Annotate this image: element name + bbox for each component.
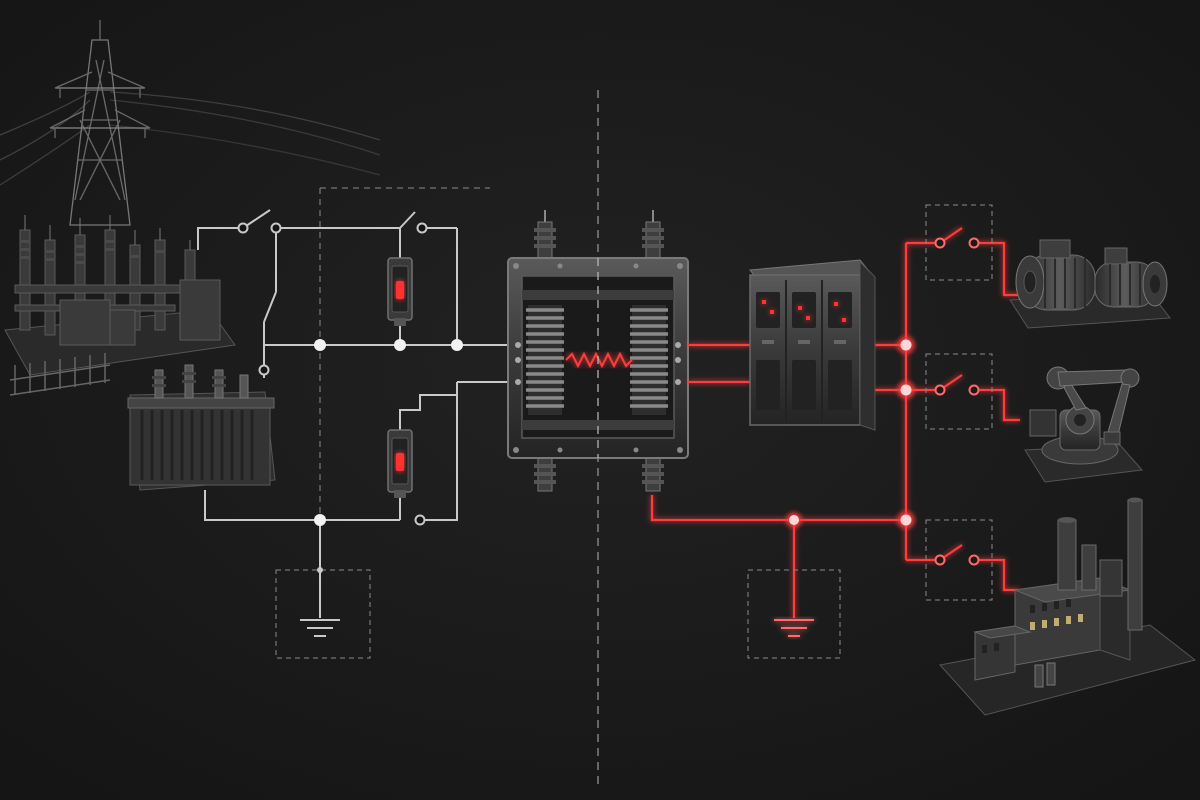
fuse-icon <box>387 257 413 326</box>
primary-nodes <box>314 339 463 526</box>
junction-node <box>900 339 912 351</box>
ground-symbol-icon <box>747 569 841 659</box>
primary-boundary <box>319 187 490 566</box>
switch-contact[interactable] <box>968 237 980 249</box>
switchgear-cabinet-icon <box>749 259 876 431</box>
switch-contact[interactable] <box>934 384 946 396</box>
switch-contact[interactable] <box>934 554 946 566</box>
substation-icon <box>4 215 236 396</box>
secondary-nodes <box>786 336 915 529</box>
industrial-robot-icon <box>1024 366 1144 483</box>
transmission-tower-icon <box>0 20 381 226</box>
load-switches[interactable] <box>934 237 980 566</box>
primary-wiring <box>197 227 510 618</box>
switch-enclosures <box>925 204 993 601</box>
secondary-wiring <box>650 227 1020 618</box>
factory-icon <box>939 497 1197 716</box>
isolation-switch-icon[interactable] <box>258 291 277 376</box>
pole-transformer-icon <box>127 364 276 491</box>
switch-contact[interactable] <box>968 384 980 396</box>
ground-symbol-icon <box>275 567 371 659</box>
coupling-glow <box>565 351 633 369</box>
electric-motor-icon <box>1009 239 1171 329</box>
primary-winding <box>526 305 564 415</box>
isolation-switch-icon[interactable] <box>237 209 282 234</box>
junction-node <box>900 514 912 526</box>
junction-node <box>314 514 326 526</box>
switch-contact[interactable] <box>968 554 980 566</box>
junction-node <box>314 339 326 351</box>
fuse-icon <box>387 429 413 498</box>
secondary-winding <box>630 305 668 415</box>
junction-node <box>789 515 799 525</box>
switch-contact[interactable] <box>934 237 946 249</box>
junction-node <box>900 384 912 396</box>
junction-node <box>451 339 463 351</box>
isolation-switch-icon[interactable] <box>399 211 428 234</box>
isolation-switch-icon[interactable] <box>396 406 426 526</box>
junction-node <box>394 339 406 351</box>
